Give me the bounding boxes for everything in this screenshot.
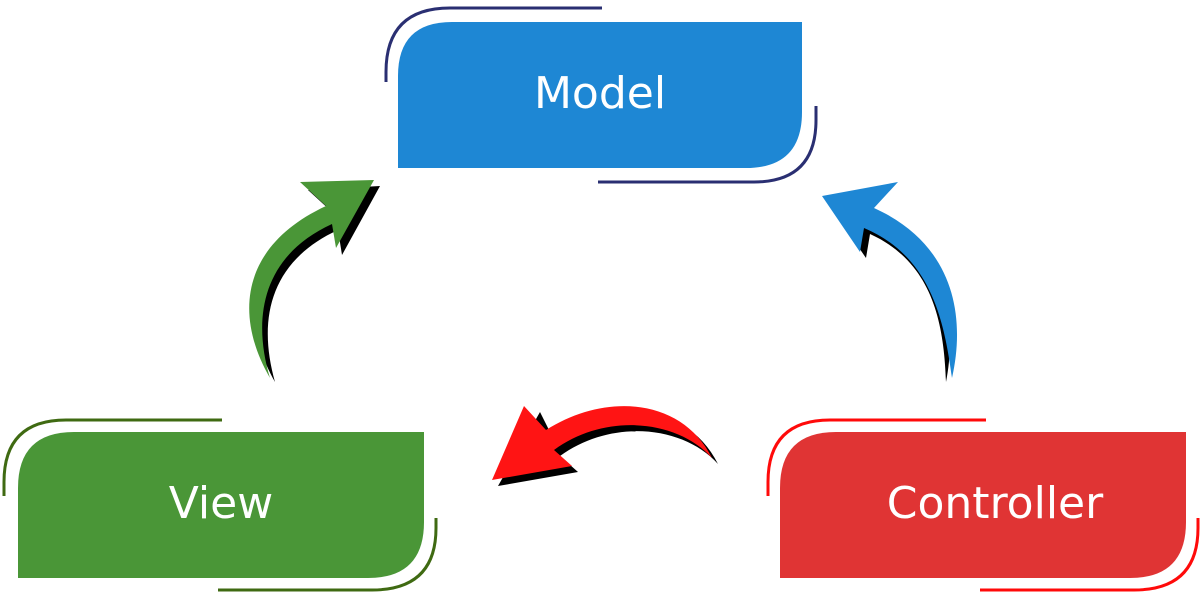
controller-to-view-arrow-body [492,406,712,480]
view-box: View [2,418,438,592]
view-to-model-arrow-body [249,180,374,378]
model-label: Model [534,68,666,119]
controller-box: Controller [766,418,1200,592]
view-box-outline-top [2,418,222,496]
model-box-outline-top [384,6,602,82]
model-box-shape [398,22,802,168]
controller-to-view-arrow [492,406,718,486]
controller-to-model-arrow [822,182,958,382]
view-to-model-arrow-shadow [254,186,380,382]
controller-label: Controller [887,478,1104,529]
controller-box-shape [780,432,1186,578]
view-label: View [169,478,273,529]
controller-box-outline-bottom [980,518,1200,592]
controller-to-model-arrow-body [822,182,958,378]
view-box-outline-bottom [218,518,438,592]
model-box: Model [384,6,818,184]
controller-box-outline-top [766,418,986,496]
view-to-model-arrow [249,180,380,382]
view-box-shape [18,432,424,578]
model-box-outline-bottom [598,106,818,184]
